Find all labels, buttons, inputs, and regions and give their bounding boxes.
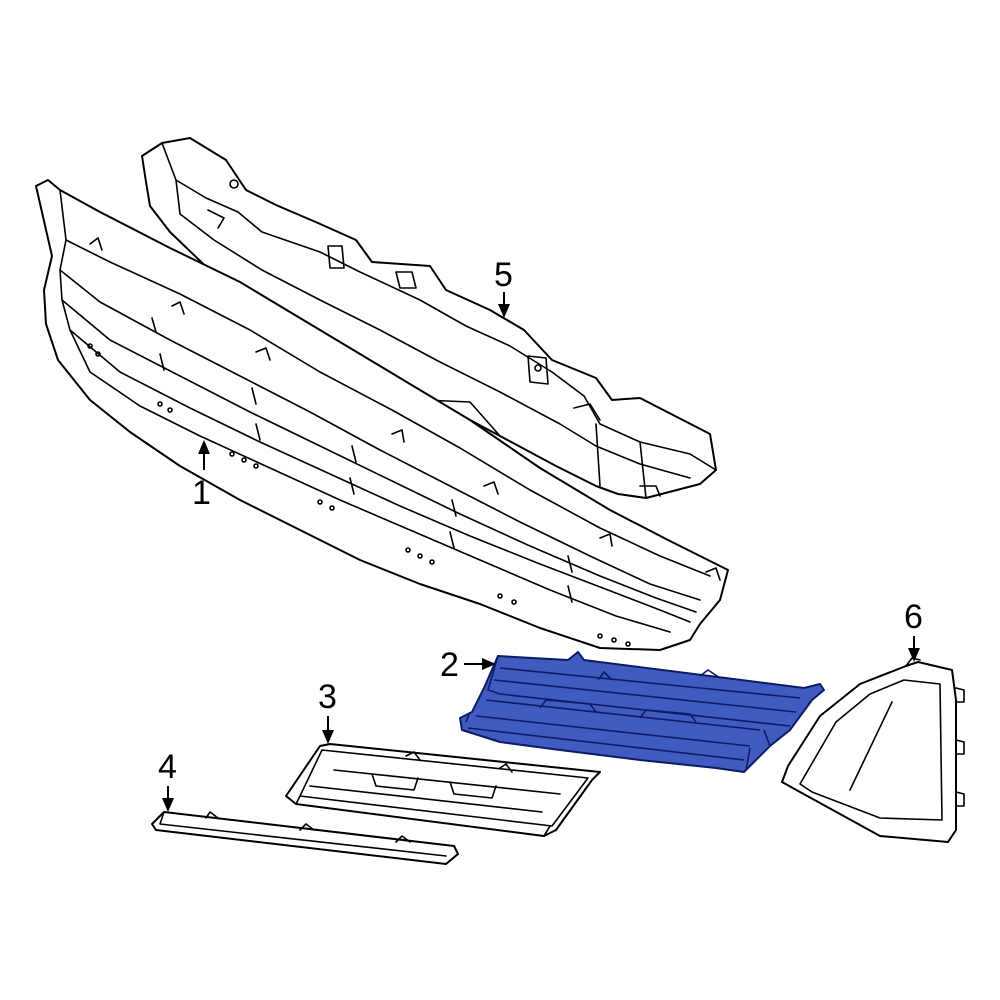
part-3-lower-insert[interactable]: [285, 743, 601, 837]
callout-number-3: 3: [318, 678, 337, 716]
arrow-4: [162, 798, 174, 812]
arrow-3: [322, 730, 334, 744]
arrow-2: [482, 658, 496, 670]
part-1-grille-frame[interactable]: [35, 179, 729, 651]
part-4-trim-strip[interactable]: [151, 811, 459, 865]
callout-3: 3: [318, 678, 337, 744]
callout-number-5: 5: [494, 256, 513, 294]
arrow-6: [908, 648, 920, 662]
part-2-grille-highlighted[interactable]: [459, 651, 825, 773]
callout-number-2: 2: [440, 646, 459, 684]
callout-5: 5: [494, 256, 513, 318]
callout-6: 6: [904, 598, 923, 662]
frame-holes: [87, 343, 631, 647]
callout-number-4: 4: [158, 748, 177, 786]
callout-2: 2: [440, 646, 496, 684]
arrow-1: [198, 440, 210, 454]
callout-number-1: 1: [192, 474, 211, 512]
callout-number-6: 6: [904, 598, 923, 636]
part-6-side-bezel[interactable]: [781, 657, 965, 843]
callout-1: 1: [192, 440, 211, 512]
callout-4: 4: [158, 748, 177, 812]
arrow-5: [498, 304, 510, 318]
